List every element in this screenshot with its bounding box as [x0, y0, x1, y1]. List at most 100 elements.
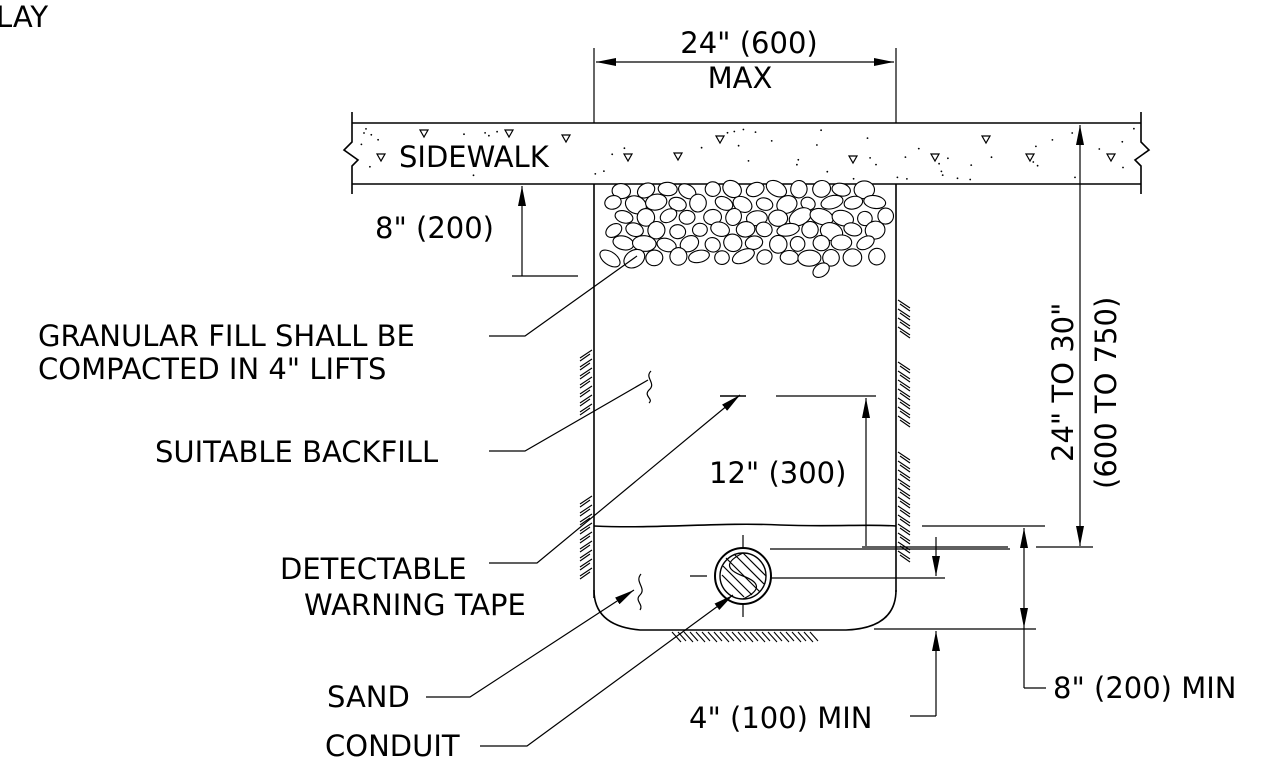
trench — [593, 184, 897, 631]
rock — [659, 208, 678, 224]
aggregate-dot — [1036, 164, 1039, 167]
rock — [657, 181, 678, 197]
dimension-cover-min — [874, 525, 1046, 689]
rock — [704, 181, 721, 197]
aggregate-dot — [875, 163, 877, 166]
rock — [636, 208, 656, 227]
aggregate-dot — [1133, 127, 1135, 130]
aggregate-dot — [623, 147, 626, 150]
trench-width-dim-line1: 24" (600) — [680, 26, 817, 60]
rock — [669, 224, 687, 240]
dimension-gravel-depth — [512, 186, 578, 277]
aggregate-triangle — [672, 152, 684, 162]
aggregate-dot — [726, 131, 729, 134]
rock — [678, 209, 696, 225]
aggregate-dot — [826, 170, 829, 173]
aggregate-dot — [496, 130, 498, 133]
rock — [822, 248, 840, 267]
aggregate-dot — [370, 133, 373, 136]
aggregate-dot — [472, 174, 475, 177]
sidewalk-aggregate-pattern — [360, 127, 1135, 181]
aggregate-triangle — [929, 153, 941, 163]
sand-material-symbol — [637, 573, 643, 611]
aggregate-dot — [852, 177, 855, 180]
rock — [710, 221, 730, 237]
bedding-min-dim: 4" (100) MIN — [689, 701, 872, 735]
rock — [745, 181, 765, 198]
aggregate-dot — [1098, 148, 1101, 150]
soil-hatch-segment — [897, 361, 911, 428]
conduit-callout: CONDUIT — [325, 729, 460, 757]
rock — [797, 249, 822, 267]
sidewalk-label: SIDEWALK — [399, 140, 550, 174]
aggregate-triangle — [375, 153, 387, 163]
aggregate-dot — [594, 173, 597, 175]
rock — [842, 248, 863, 267]
aggregate-dot — [377, 138, 379, 141]
aggregate-dot — [904, 156, 907, 159]
partial-title: LAY — [0, 0, 48, 34]
aggregate-dot — [938, 162, 940, 165]
tape-depth-dim: 12" (300) — [709, 456, 846, 490]
aggregate-dot — [1032, 161, 1035, 163]
rock — [830, 234, 853, 251]
rock — [731, 248, 755, 265]
aggregate-triangle — [1024, 153, 1036, 163]
aggregate-dot — [1071, 132, 1074, 134]
rock — [755, 197, 774, 211]
aggregate-dot — [1122, 166, 1124, 169]
rock — [863, 194, 887, 210]
aggregate-dot — [1035, 145, 1037, 148]
dimension-total-depth — [1036, 125, 1093, 548]
rock — [801, 220, 819, 239]
rock — [776, 222, 800, 237]
aggregate-dot — [970, 164, 973, 167]
aggregate-dot — [1051, 139, 1054, 141]
aggregate-dot — [737, 144, 740, 147]
total-depth-dim-line1: 24" TO 30" — [1046, 303, 1080, 462]
soil-hatch-segment — [579, 349, 593, 416]
rock — [831, 209, 855, 227]
rock — [714, 195, 734, 211]
aggregate-dot — [956, 177, 959, 180]
aggregate-dot — [896, 176, 899, 179]
aggregate-dot — [754, 131, 757, 134]
aggregate-dot — [990, 156, 993, 159]
cover-min-dim: 8" (200) MIN — [1053, 671, 1236, 705]
rock — [614, 210, 634, 224]
aggregate-dot — [869, 157, 871, 159]
aggregate-dot — [770, 140, 773, 142]
rock — [769, 234, 788, 254]
rock — [714, 250, 730, 265]
rock — [689, 193, 707, 213]
rock — [877, 207, 895, 225]
dimension-trench-width — [593, 48, 897, 123]
aggregate-dot — [463, 133, 465, 136]
rock — [779, 249, 799, 265]
rock — [704, 236, 721, 253]
rock — [755, 221, 773, 238]
rock — [605, 223, 623, 238]
aggregate-triangle — [847, 155, 859, 165]
granular-fill-rocks — [599, 179, 895, 279]
rock — [843, 222, 863, 237]
conduit-pipe — [690, 535, 772, 617]
granular-fill-callout-line2: COMPACTED IN 4" LIFTS — [38, 352, 386, 386]
rock — [868, 247, 886, 266]
aggregate-triangle — [1105, 153, 1117, 163]
rock — [768, 209, 789, 227]
aggregate-dot — [866, 137, 869, 140]
rock — [812, 179, 832, 198]
aggregate-dot — [820, 129, 822, 132]
rock — [756, 249, 773, 265]
aggregate-dot — [1121, 140, 1124, 143]
aggregate-dot — [947, 157, 949, 160]
rock — [631, 235, 657, 252]
rock — [789, 235, 806, 252]
aggregate-dot — [603, 170, 605, 173]
rock — [625, 222, 644, 238]
aggregate-dot — [611, 153, 614, 156]
aggregate-dot — [700, 146, 703, 149]
rock — [812, 234, 831, 252]
